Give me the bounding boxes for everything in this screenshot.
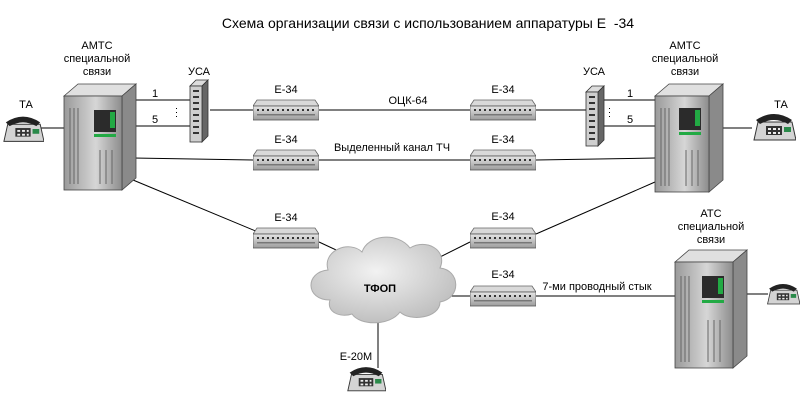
e34-label-2: Е-34 (491, 84, 515, 96)
tch-right (535, 157, 656, 161)
bottom-atc-tower (673, 249, 749, 369)
right-usa-panel (585, 85, 605, 147)
seven-wire-label: 7-ми проводный стык (542, 281, 652, 293)
right-station-label-3: связи (670, 66, 700, 78)
usa-right-port-5: 5 (627, 114, 634, 126)
usa-right-port-1: 1 (627, 88, 634, 100)
phone-icon-bottom-right (767, 283, 800, 305)
e34-6-to-right (535, 181, 656, 235)
right-station-label-1: АМТС (669, 40, 701, 52)
left-to-e34-5 (132, 179, 259, 233)
tch-left (132, 157, 254, 161)
e34-unit-7 (470, 285, 536, 307)
cloud-label: ТФОП (363, 283, 397, 295)
left-usa-panel (189, 79, 209, 143)
e34-label-5: Е-34 (274, 212, 298, 224)
tch-link-label: Выделенный канал ТЧ (333, 142, 451, 154)
usa-left-label: УСА (187, 66, 211, 78)
e34-unit-2 (470, 99, 536, 121)
left-station-label-2: специальной (63, 53, 131, 65)
e34-unit-1 (253, 99, 319, 121)
bottom-station-label-1: АТС (700, 208, 722, 220)
e20m-label: Е-20М (339, 351, 373, 363)
left-amts-tower (62, 83, 138, 191)
right-station-label-2: специальной (651, 53, 719, 65)
phone-icon-right (753, 113, 796, 141)
phone-icon-e20m (347, 366, 386, 392)
e34-label-1: Е-34 (274, 84, 298, 96)
ocg-link-label: ОЦК-64 (388, 95, 428, 107)
diagram-title: Схема организации связи с использованием… (221, 15, 635, 31)
bottom-station-label-2: специальной (677, 221, 745, 233)
usa-right-label: УСА (582, 66, 606, 78)
e34-unit-6 (470, 227, 536, 249)
right-amts-tower (653, 83, 725, 193)
phone-left-label: ТА (19, 99, 33, 111)
usa-left-port-1: 1 (152, 88, 159, 100)
left-station-label-3: связи (82, 66, 112, 78)
e34-unit-5 (253, 227, 319, 249)
phone-right-label: ТА (774, 99, 788, 111)
left-station-label-1: АМТС (81, 40, 113, 52)
e34-label-7: Е-34 (491, 269, 515, 281)
bottom-station-label-3: связи (696, 234, 726, 246)
e34-label-6: Е-34 (491, 211, 515, 223)
cloud-icon (310, 236, 457, 324)
usa-left-port-5: 5 (152, 114, 159, 126)
e34-unit-3 (253, 149, 319, 171)
phone-icon-left (3, 116, 44, 142)
e34-unit-4 (470, 149, 536, 171)
e34-label-4: Е-34 (491, 134, 515, 146)
e34-label-3: Е-34 (274, 134, 298, 146)
